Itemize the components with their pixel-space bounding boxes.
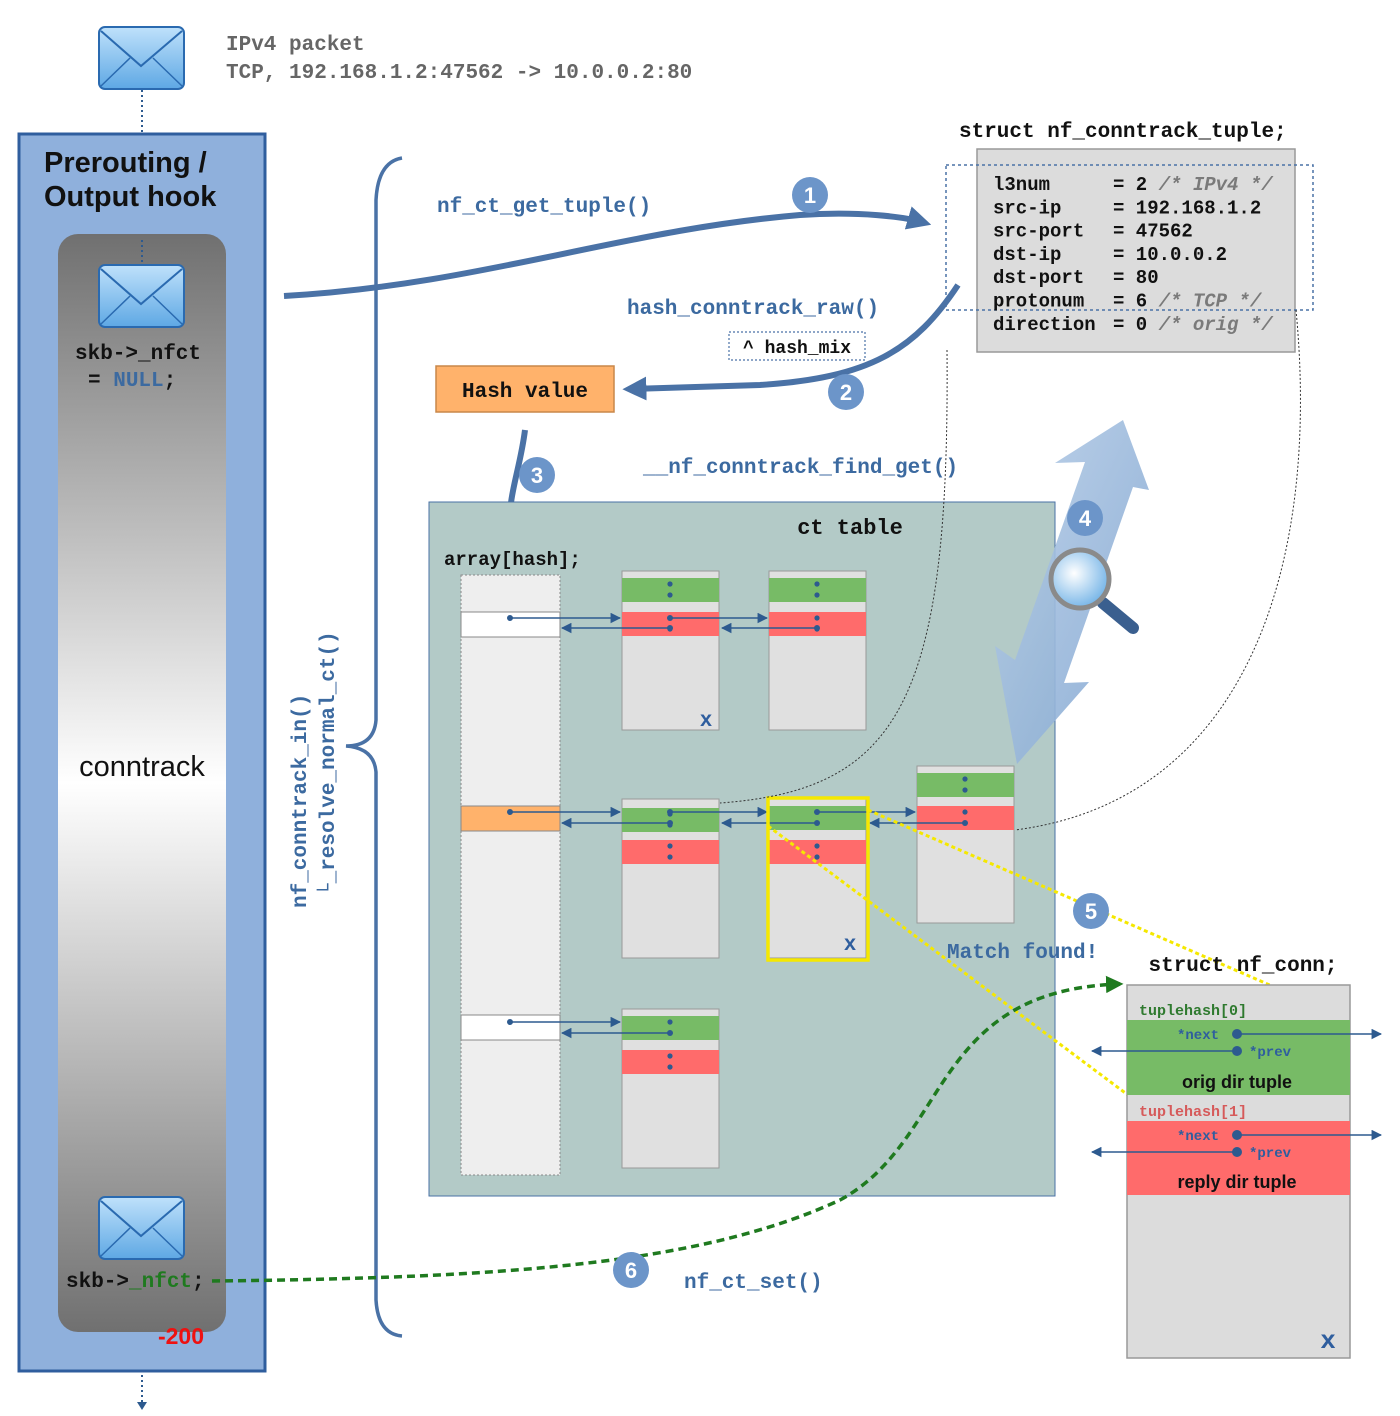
brace-label-resolve-normal-ct: └_resolve_normal_ct() xyxy=(316,631,341,896)
tuple-connector-1 xyxy=(719,349,948,804)
svg-text:4: 4 xyxy=(1079,506,1092,531)
skb-nfct-bottom: skb->_nfct; xyxy=(66,1271,205,1294)
orig-prev-label: *prev xyxy=(1249,1045,1292,1061)
hash-array xyxy=(460,574,561,1176)
tuple-connector-2 xyxy=(1014,309,1301,831)
tuple-field-src-port: src-port= 47562 xyxy=(993,221,1193,243)
svg-text:6: 6 xyxy=(625,1258,637,1283)
reply-prev-label: *prev xyxy=(1249,1146,1292,1162)
match-line-top xyxy=(867,808,1351,1022)
tuple-field-dst-ip: dst-ip= 10.0.0.2 xyxy=(993,244,1227,266)
orig-dir-label: orig dir tuple xyxy=(1182,1072,1292,1092)
packet-title: IPv4 packet xyxy=(226,34,365,57)
tuple-struct-fields: l3num= 2 /* IPv4 */src-ip= 192.168.1.2sr… xyxy=(993,174,1274,336)
step2-arrow xyxy=(622,283,961,401)
step5-label: Match found! xyxy=(947,942,1098,965)
entry-a2 xyxy=(768,570,867,731)
tuple-field-dst-port: dst-port= 80 xyxy=(993,267,1159,289)
step4-label: __nf_conntrack_find_get() xyxy=(642,457,958,480)
svg-text:3: 3 xyxy=(531,463,543,488)
tuple-field-src-ip: src-ip= 192.168.1.2 xyxy=(993,197,1261,219)
svg-text:5: 5 xyxy=(1085,899,1097,924)
magnifier-icon xyxy=(1048,547,1139,634)
nf-conn-title: struct nf_conn; xyxy=(1148,955,1337,978)
conntrack-column xyxy=(58,234,226,1332)
nf-conn-x: x xyxy=(1320,1326,1336,1356)
ct-table-title: ct table xyxy=(797,516,903,541)
step1-label: nf_ct_get_tuple() xyxy=(437,196,651,219)
step-2-badge: 2 xyxy=(828,374,864,410)
hash-bucket-3 xyxy=(460,1014,561,1041)
skb-envelope-top-icon xyxy=(98,264,185,328)
step-5-badge: 5 xyxy=(1073,893,1109,929)
hook-title-line2: Output hook xyxy=(44,181,217,213)
step-3-badge: 3 xyxy=(519,457,555,493)
packet-envelope-icon xyxy=(98,26,185,90)
tuple-field-direction: direction= 0 /* orig */ xyxy=(993,314,1274,336)
hash-value-label: Hash value xyxy=(462,381,588,404)
hash-array-label: array[hash]; xyxy=(444,549,581,571)
entry-b3 xyxy=(916,765,1015,924)
svg-text:1: 1 xyxy=(804,183,816,208)
skb-envelope-bottom-icon xyxy=(98,1196,185,1260)
step-6-badge: 6 xyxy=(613,1252,649,1288)
brace-label-conntrack-in: nf_conntrack_in() xyxy=(290,694,313,908)
hook-title-line1: Prerouting / xyxy=(44,147,207,179)
step6-label: nf_ct_set() xyxy=(684,1272,823,1295)
skb-nfct-null-line: = NULL; xyxy=(88,370,176,393)
skb-nfct-top: skb->_nfct xyxy=(75,343,201,366)
hash-mix-label: ^ hash_mix xyxy=(743,339,851,359)
tuple-field-l3num: l3num= 2 /* IPv4 */ xyxy=(993,174,1274,196)
hash-chain-links xyxy=(507,612,968,1039)
hash-value-box xyxy=(435,365,615,413)
matched-entry-x: x xyxy=(844,934,857,957)
entry-b2-match xyxy=(768,798,867,959)
tuple-hash-selection xyxy=(945,164,1314,311)
tuple-struct-box xyxy=(976,148,1296,353)
orig-next-label: *next xyxy=(1177,1028,1219,1044)
hook-priority: -200 xyxy=(158,1323,204,1349)
reply-dir-label: reply dir tuple xyxy=(1177,1172,1296,1192)
scope-brace xyxy=(345,156,403,1338)
matched-entry-highlight xyxy=(766,796,870,962)
reply-next-label: *next xyxy=(1177,1129,1219,1145)
tuple-struct-title: struct nf_conntrack_tuple; xyxy=(959,121,1287,144)
tuple-field-protonum: protonum= 6 /* TCP */ xyxy=(993,291,1263,313)
packet-path-arrowhead xyxy=(137,1402,147,1410)
hash-mix-box xyxy=(728,331,866,361)
step1-arrow xyxy=(283,206,932,299)
packet-details: TCP, 192.168.1.2:47562 -> 10.0.0.2:80 xyxy=(226,62,692,85)
conntrack-label: conntrack xyxy=(79,751,205,783)
match-line-left xyxy=(767,824,1129,1097)
step-4-badge: 4 xyxy=(1067,500,1103,536)
entry-a1-x: x xyxy=(700,710,713,733)
entry-a1: x xyxy=(621,570,720,733)
step2-label: hash_conntrack_raw() xyxy=(627,298,879,321)
svg-text:2: 2 xyxy=(840,380,852,405)
conn-entries: x xyxy=(621,570,1015,1169)
tuplehash0-label: tuplehash[0] xyxy=(1139,1003,1247,1020)
step6-arrow xyxy=(211,975,1124,1283)
tuplehash1-label: tuplehash[1] xyxy=(1139,1104,1247,1121)
step-numbers: 1 2 3 4 5 6 xyxy=(519,177,1109,1288)
step-1-badge: 1 xyxy=(792,177,828,213)
